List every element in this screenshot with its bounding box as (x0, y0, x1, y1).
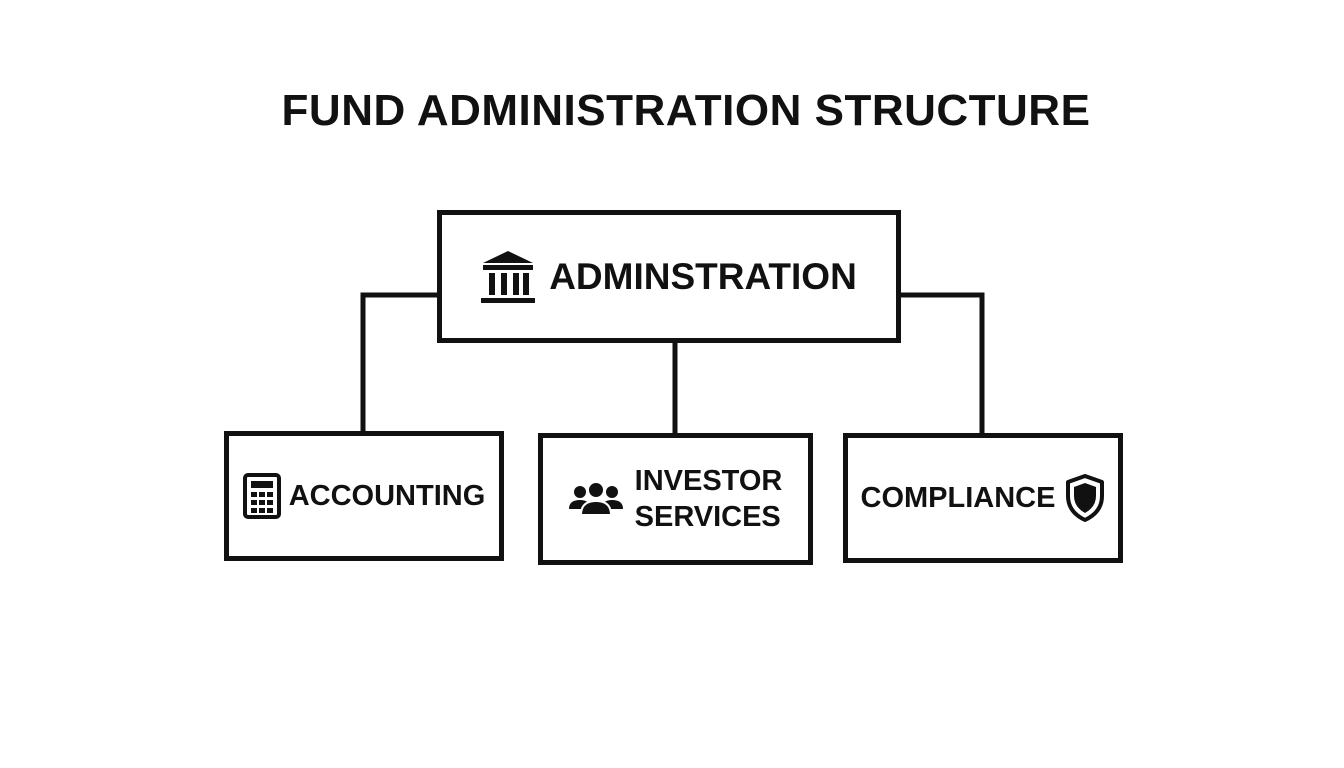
connector-root-to-accounting (360, 292, 437, 431)
bank-building-icon (481, 249, 536, 305)
compliance-label: COMPLIANCE (860, 481, 1056, 514)
connector-root-to-compliance (901, 292, 985, 433)
accounting-label: ACCOUNTING (288, 479, 486, 512)
compliance-node: COMPLIANCE (843, 433, 1123, 563)
investor-services-label-line-2: SERVICES (634, 501, 781, 533)
diagram-title: FUND ADMINISTRATION STRUCTURE (281, 86, 1091, 135)
people-group-icon (568, 481, 623, 517)
investor-services-node: INVESTOR SERVICES (538, 433, 813, 565)
shield-icon (1065, 474, 1105, 522)
investor-services-label: INVESTOR SERVICES (635, 463, 783, 535)
administration-node: ADMINSTRATION (437, 210, 901, 343)
administration-label: ADMINSTRATION (549, 255, 857, 297)
calculator-icon (242, 473, 281, 519)
accounting-node: ACCOUNTING (224, 431, 504, 561)
investor-services-label-line-1: INVESTOR (634, 465, 783, 497)
